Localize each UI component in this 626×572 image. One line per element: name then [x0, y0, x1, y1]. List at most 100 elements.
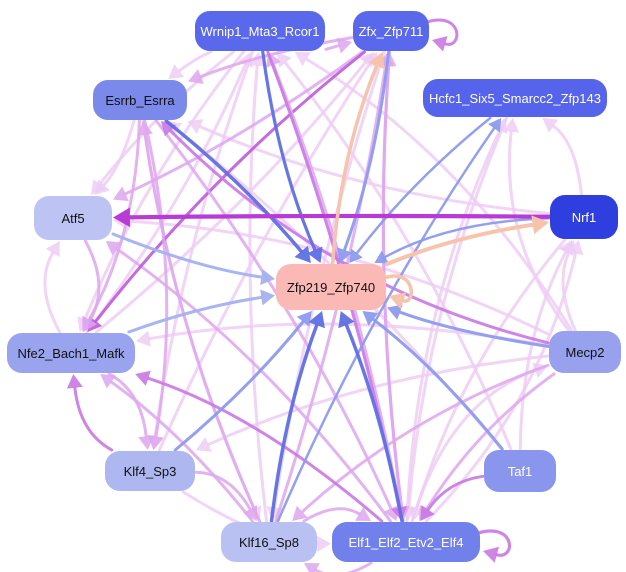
edge-mecp2-zfp219: [398, 310, 550, 348]
node-label: Zfp219_Zfp740: [286, 279, 376, 295]
edge-elf1-zfp219: [344, 323, 404, 523]
edge-zfx-atf5-head: [113, 186, 129, 202]
edge-mecp2-hcfc1-head: [503, 118, 520, 133]
edge-elf1-atf5: [115, 247, 392, 523]
node-nfe2[interactable]: Nfe2_Bach1_Mafk: [7, 333, 135, 373]
node-label: Mecp2: [565, 344, 605, 360]
edge-zfx-zfp219-head: [336, 247, 352, 263]
edge-elf1-nfe2-head: [135, 370, 151, 386]
edge-wrnip1-zfp219-head: [307, 246, 323, 263]
edge-atf5-nfe2-head: [83, 316, 98, 332]
edge-atf5-zfp219: [111, 232, 263, 279]
edge-nfe2-atf5-head: [45, 241, 60, 257]
edge-esrrb-nfe2: [87, 119, 141, 322]
edge-esrrb-klf4: [143, 119, 169, 438]
edge-loop-zfp219-head: [389, 292, 407, 310]
edge-nrf1-atf5: [127, 213, 552, 220]
edge-mecp2-klf16-head: [292, 505, 308, 521]
edge-elf1-atf5-head: [105, 241, 122, 256]
edge-hcfc1-zfp219: [355, 116, 492, 255]
edge-klf16-elf1-head: [355, 507, 371, 521]
edge-klf16-nfe2-head: [100, 374, 117, 389]
edge-mecp2-nrf1: [561, 251, 577, 332]
edge-klf4-zfp219-head: [296, 311, 312, 327]
edge-klf16-hcfc1-head: [488, 118, 502, 133]
edge-wrnip1-esrrb: [177, 50, 213, 73]
edge-elf1-klf16: [314, 561, 373, 572]
edge-nrf1-hcfc1: [552, 124, 583, 196]
edge-klf4-nfe2-head: [66, 374, 83, 389]
edge-zfp219-nrf1-head: [531, 215, 549, 235]
edge-nfe2-zfp219-head: [260, 289, 275, 306]
node-atf5[interactable]: Atf5: [34, 196, 112, 240]
edge-taf1-elf1: [426, 474, 485, 512]
edge-wrnip1-zfp219: [261, 50, 317, 252]
node-klf4[interactable]: Klf4_Sp3: [105, 451, 195, 491]
edge-loop-zfx-head: [432, 36, 448, 52]
node-label: Klf4_Sp3: [123, 463, 177, 479]
node-label: Zfx_Zfp711: [358, 23, 424, 39]
edge-mecp2-wrnip1-head: [294, 52, 311, 66]
edge-klf4-zfp219: [173, 320, 305, 452]
node-wrnip1[interactable]: Wrnip1_Mta3_Rcor1: [195, 11, 325, 51]
edge-esrrb-zfp219: [164, 119, 304, 254]
edge-loop-zfx: [425, 18, 459, 46]
edge-taf1-zfp219-head: [362, 311, 379, 326]
node-label: Nfe2_Bach1_Mafk: [17, 345, 125, 361]
edge-loop-elf1: [476, 529, 512, 557]
edge-esrrb-elf1: [154, 119, 393, 510]
edge-elf1-zfp219-head: [338, 311, 355, 329]
edge-mecp2-hcfc1: [507, 130, 570, 332]
edge-wrnip1-zfx: [324, 44, 341, 51]
node-klf16[interactable]: Klf16_Sp8: [221, 522, 317, 562]
edge-hcfc1-elf1: [407, 116, 509, 509]
node-label: Nrf1: [571, 209, 597, 225]
edge-klf4-elf1-head: [317, 535, 331, 552]
edge-mecp2-zfp219-head: [387, 304, 403, 320]
node-esrrb[interactable]: Esrrb_Esrra: [93, 80, 187, 120]
edge-klf16-elf1: [302, 507, 361, 523]
edge-nrf1-atf5-head: [113, 207, 131, 228]
edge-mecp2-nrf1-head: [561, 240, 576, 256]
edge-klf16-hcfc1: [276, 127, 496, 523]
node-label: Hcfc1_Six5_Smarcc2_Zfp143: [429, 90, 601, 106]
edge-wrnip1-esrrb-head: [168, 64, 184, 79]
edge-mecp2-elf1: [424, 372, 556, 511]
node-elf1[interactable]: Elf1_Elf2_Etv2_Elf4: [332, 522, 480, 562]
edge-nrf1-elf1: [415, 238, 567, 510]
edge-nfe2-klf4: [107, 372, 148, 438]
node-label: Wrnip1_Mta3_Rcor1: [200, 23, 320, 39]
edge-hcfc1-zfp219-head: [349, 248, 363, 263]
node-label: Klf16_Sp8: [239, 534, 299, 550]
edge-esrrb-atf5: [102, 119, 136, 187]
edge-nfe2-zfp219: [127, 295, 263, 334]
edge-klf4-zfx: [157, 62, 372, 452]
node-label: Atf5: [61, 210, 85, 226]
edge-zfp219-zfx-head: [368, 52, 385, 70]
edge-esrrb-atf5-head: [94, 179, 110, 195]
edge-zfx-esrrb-head: [188, 69, 204, 84]
node-label: Esrrb_Esrra: [105, 92, 175, 108]
edge-loop-zfp219: [382, 274, 413, 303]
edge-taf1-elf1-head: [420, 505, 435, 521]
edge-nfe2-wrnip1: [85, 63, 247, 334]
edge-atf5-nfe2: [83, 239, 101, 322]
edge-nfe2-wrnip1-head: [237, 52, 253, 68]
edge-taf1-zfp219: [371, 317, 504, 451]
node-zfx[interactable]: Zfx_Zfp711: [353, 11, 429, 51]
node-hcfc1[interactable]: Hcfc1_Six5_Smarcc2_Zfp143: [423, 79, 607, 117]
node-nrf1[interactable]: Nrf1: [550, 195, 618, 239]
edge-nrf1-zfp219-head: [374, 250, 389, 264]
edge-elf1-nfe2: [146, 376, 384, 523]
edge-mecp2-klf16: [300, 363, 550, 514]
edge-atf5-zfp219-head: [260, 269, 275, 285]
edge-klf4-nfe2: [73, 386, 114, 452]
node-zfp219[interactable]: Zfp219_Zfp740: [276, 264, 386, 310]
node-taf1[interactable]: Taf1: [484, 450, 556, 492]
edge-mecp2-nfe2-head: [136, 330, 152, 347]
edge-klf4-klf16-head: [243, 505, 257, 521]
node-mecp2[interactable]: Mecp2: [549, 331, 621, 373]
edge-loop-elf1-head: [483, 546, 499, 563]
